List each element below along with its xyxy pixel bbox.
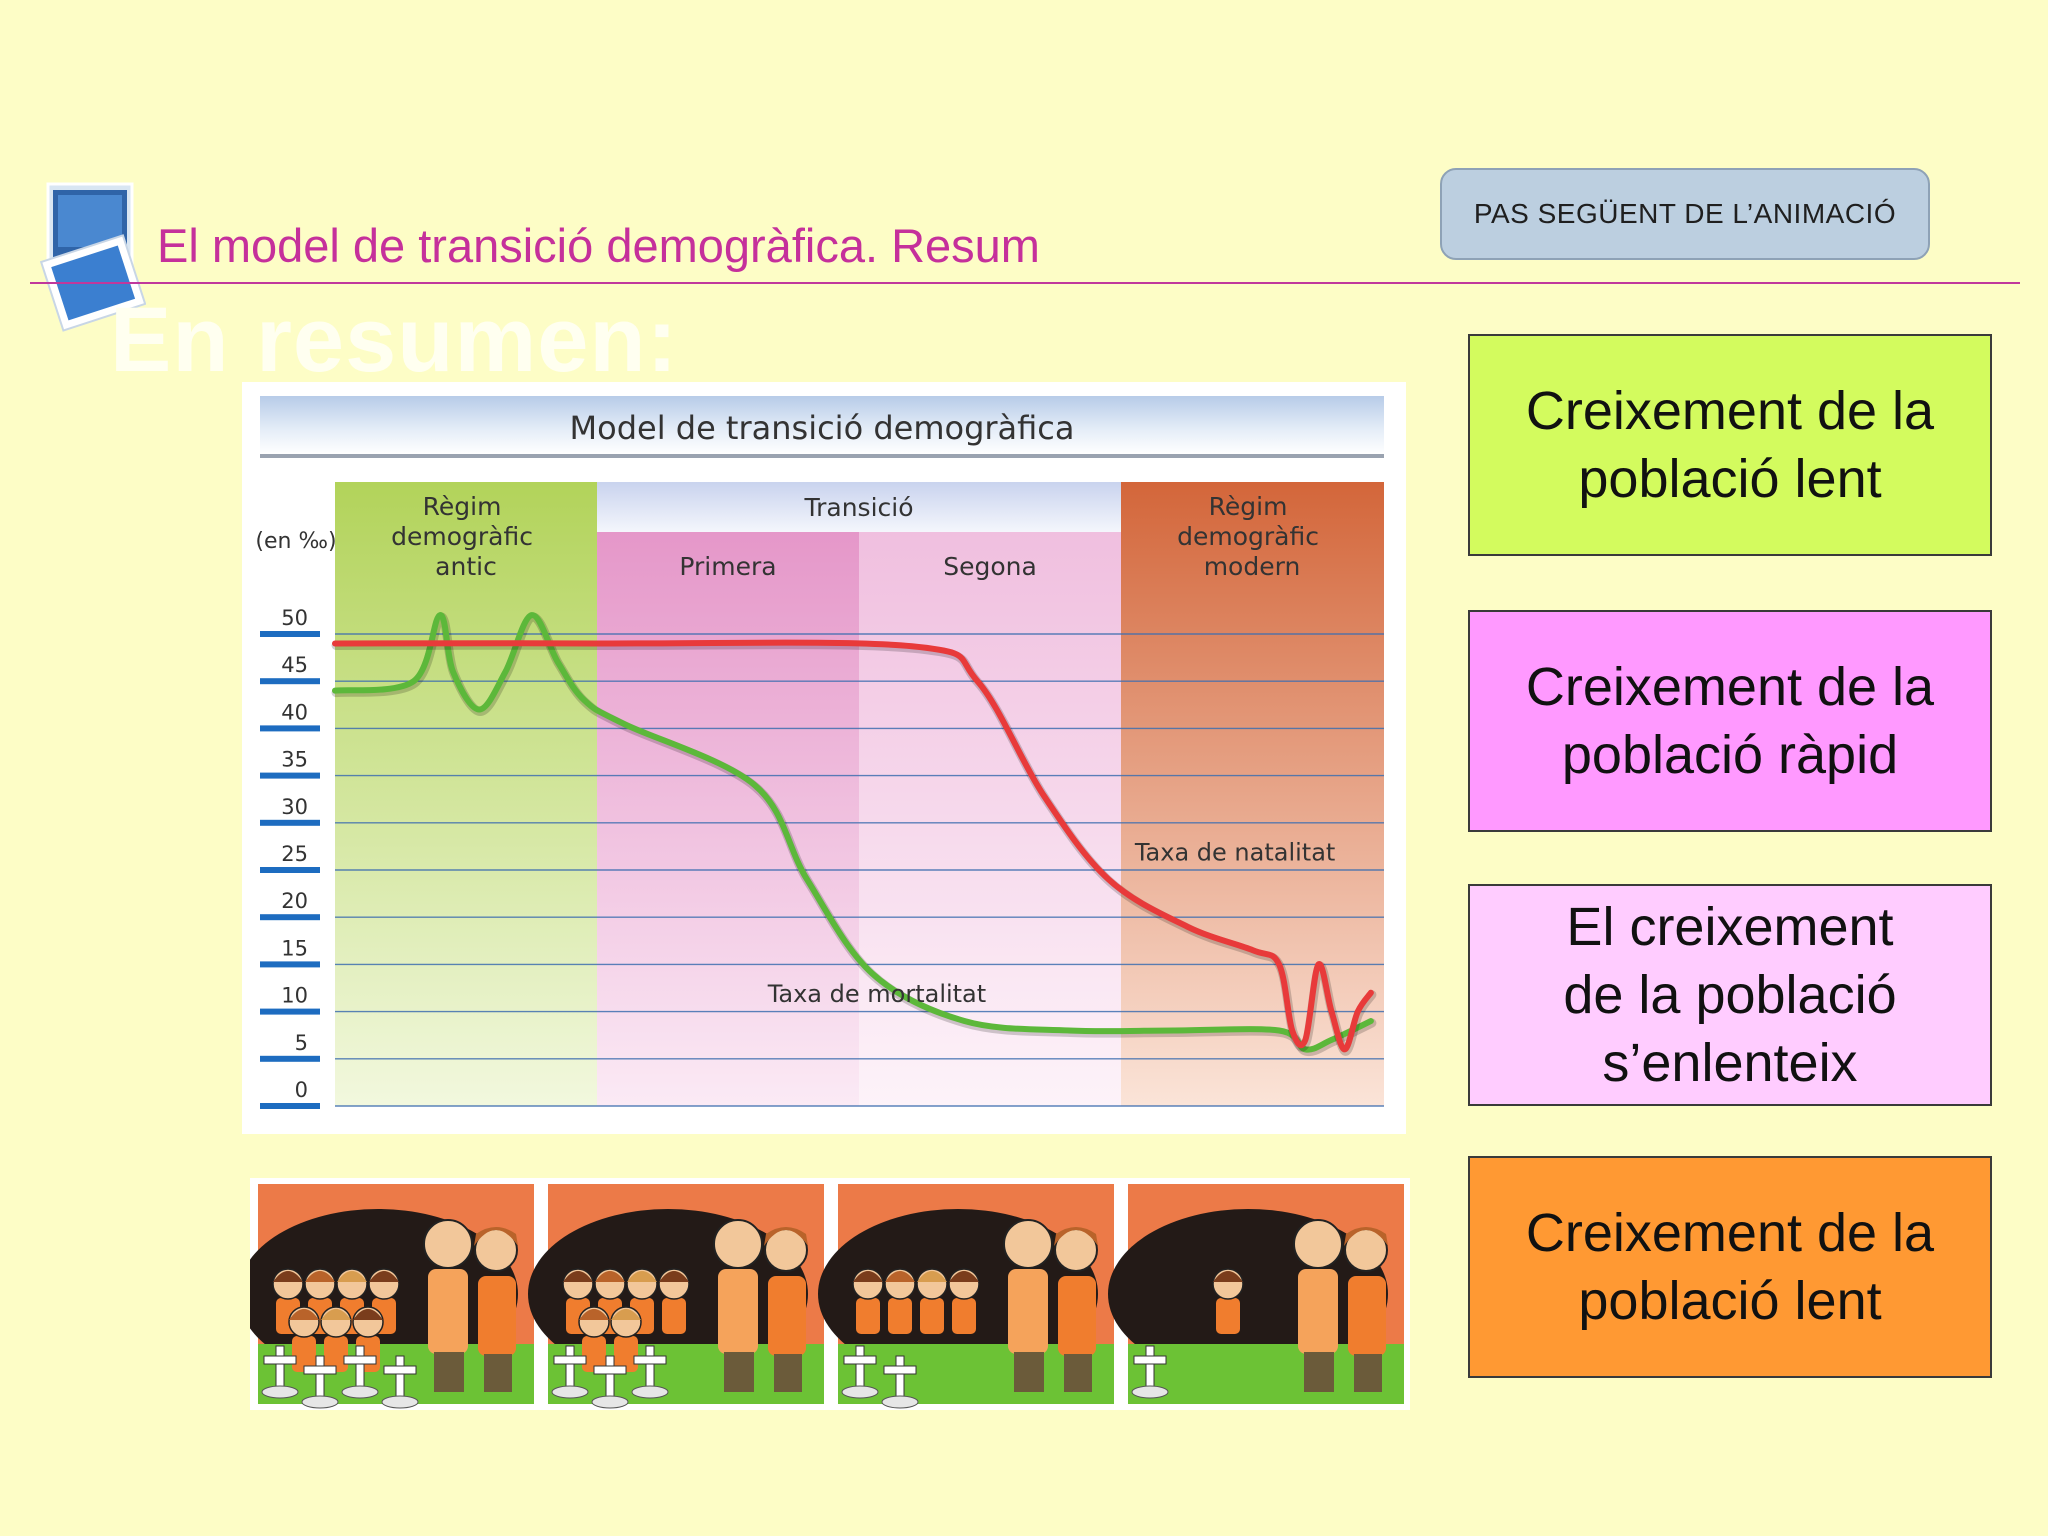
- stage-illustration-4: [1108, 1184, 1404, 1404]
- y-tick-mark: [260, 678, 320, 685]
- y-tick-mark: [260, 1008, 320, 1015]
- series-lines: [331, 612, 1377, 1057]
- summary-box-text: Creixement de la població lent: [1525, 1203, 1935, 1331]
- birth-rate-label: Taxa de natalitat: [1134, 839, 1335, 867]
- title-divider: [30, 282, 2020, 284]
- phase-region-primera: [597, 532, 859, 1106]
- y-tick-label: 15: [281, 936, 308, 960]
- death-rate-line: [332, 612, 1374, 1053]
- y-tick-mark: [260, 1103, 320, 1109]
- summary-box-text: El creixement de la població s’enlenteix: [1563, 897, 1897, 1093]
- y-tick-label: 45: [281, 653, 308, 677]
- phase-label-antic-line-2: demogràfic: [391, 522, 533, 551]
- y-tick-label: 25: [281, 842, 308, 866]
- transition-label: Transició: [804, 493, 914, 522]
- gridlines: [335, 633, 1384, 1107]
- population-stage-illustrations: [250, 1178, 1410, 1410]
- phase-label-modern-line-1: Règim: [1209, 492, 1288, 521]
- summary-box-text: Creixement de la població ràpid: [1525, 657, 1935, 785]
- phase-region-modern: [1121, 482, 1384, 1106]
- y-tick-mark: [260, 1055, 320, 1062]
- y-tick-mark: [260, 631, 320, 637]
- summary-box-slow-growth-ancient: Creixement de la població lent: [1468, 334, 1992, 556]
- summary-box-rapid-growth: Creixement de la població ràpid: [1468, 610, 1992, 832]
- y-tick-label: 35: [281, 748, 308, 772]
- phase-label-modern: Règim demogràfic modern: [1177, 492, 1327, 581]
- stage-illustration-3: [818, 1184, 1114, 1409]
- y-tick-label: 50: [281, 606, 308, 630]
- y-axis-label: (en ‰): [255, 529, 336, 554]
- phase-label-antic-line-3: antic: [435, 552, 497, 581]
- y-tick-mark: [260, 772, 320, 779]
- y-tick-label: 10: [281, 984, 308, 1008]
- y-tick-label: 40: [281, 700, 308, 724]
- summary-box-growth-slows: El creixement de la població s’enlenteix: [1468, 884, 1992, 1106]
- death-rate-label: Taxa de mortalitat: [767, 980, 986, 1008]
- phase-region-segona: [859, 532, 1121, 1106]
- y-tick-label: 0: [295, 1078, 308, 1102]
- y-tick-mark: [260, 961, 320, 968]
- phase-label-primera: Primera: [679, 552, 776, 581]
- stage-illustration-1: [250, 1184, 534, 1409]
- phase-label-antic-line-1: Règim: [423, 492, 502, 521]
- transition-header-bar: [597, 482, 1121, 532]
- demographic-transition-chart: Model de transició demogràfica Règim dem…: [255, 396, 1384, 1109]
- demographic-transition-chart-panel: Model de transició demogràfica Règim dem…: [242, 382, 1406, 1134]
- phase-label-modern-line-2: demogràfic: [1177, 522, 1319, 551]
- y-tick-label: 20: [281, 889, 308, 913]
- y-tick-mark: [260, 819, 320, 826]
- phase-label-segona: Segona: [943, 552, 1037, 581]
- slide-title: El model de transició demogràfica. Resum: [157, 219, 1040, 272]
- next-animation-step-button[interactable]: PAS SEGÜENT DE L’ANIMACIÓ: [1440, 168, 1930, 260]
- summary-box-text: Creixement de la població lent: [1525, 381, 1935, 509]
- summary-box-slow-growth-modern: Creixement de la població lent: [1468, 1156, 1992, 1378]
- phase-region-antic: [335, 482, 597, 1106]
- y-tick-mark: [260, 867, 320, 873]
- phase-label-modern-line-3: modern: [1204, 552, 1301, 581]
- y-tick-label: 30: [281, 795, 308, 819]
- phase-label-antic: Règim demogràfic antic: [391, 492, 541, 581]
- y-tick-mark: [260, 725, 320, 732]
- series-labels: Taxa de mortalitat Taxa de natalitat: [767, 839, 1336, 1009]
- ghost-heading: En resumen:: [110, 289, 679, 391]
- chart-title-banner: [260, 396, 1384, 454]
- birth-rate-line: [332, 639, 1374, 1053]
- y-tick-mark: [260, 914, 320, 921]
- chart-title: Model de transició demogràfica: [570, 409, 1075, 447]
- y-tick-label: 5: [295, 1031, 308, 1055]
- stage-illustration-2: [528, 1184, 824, 1409]
